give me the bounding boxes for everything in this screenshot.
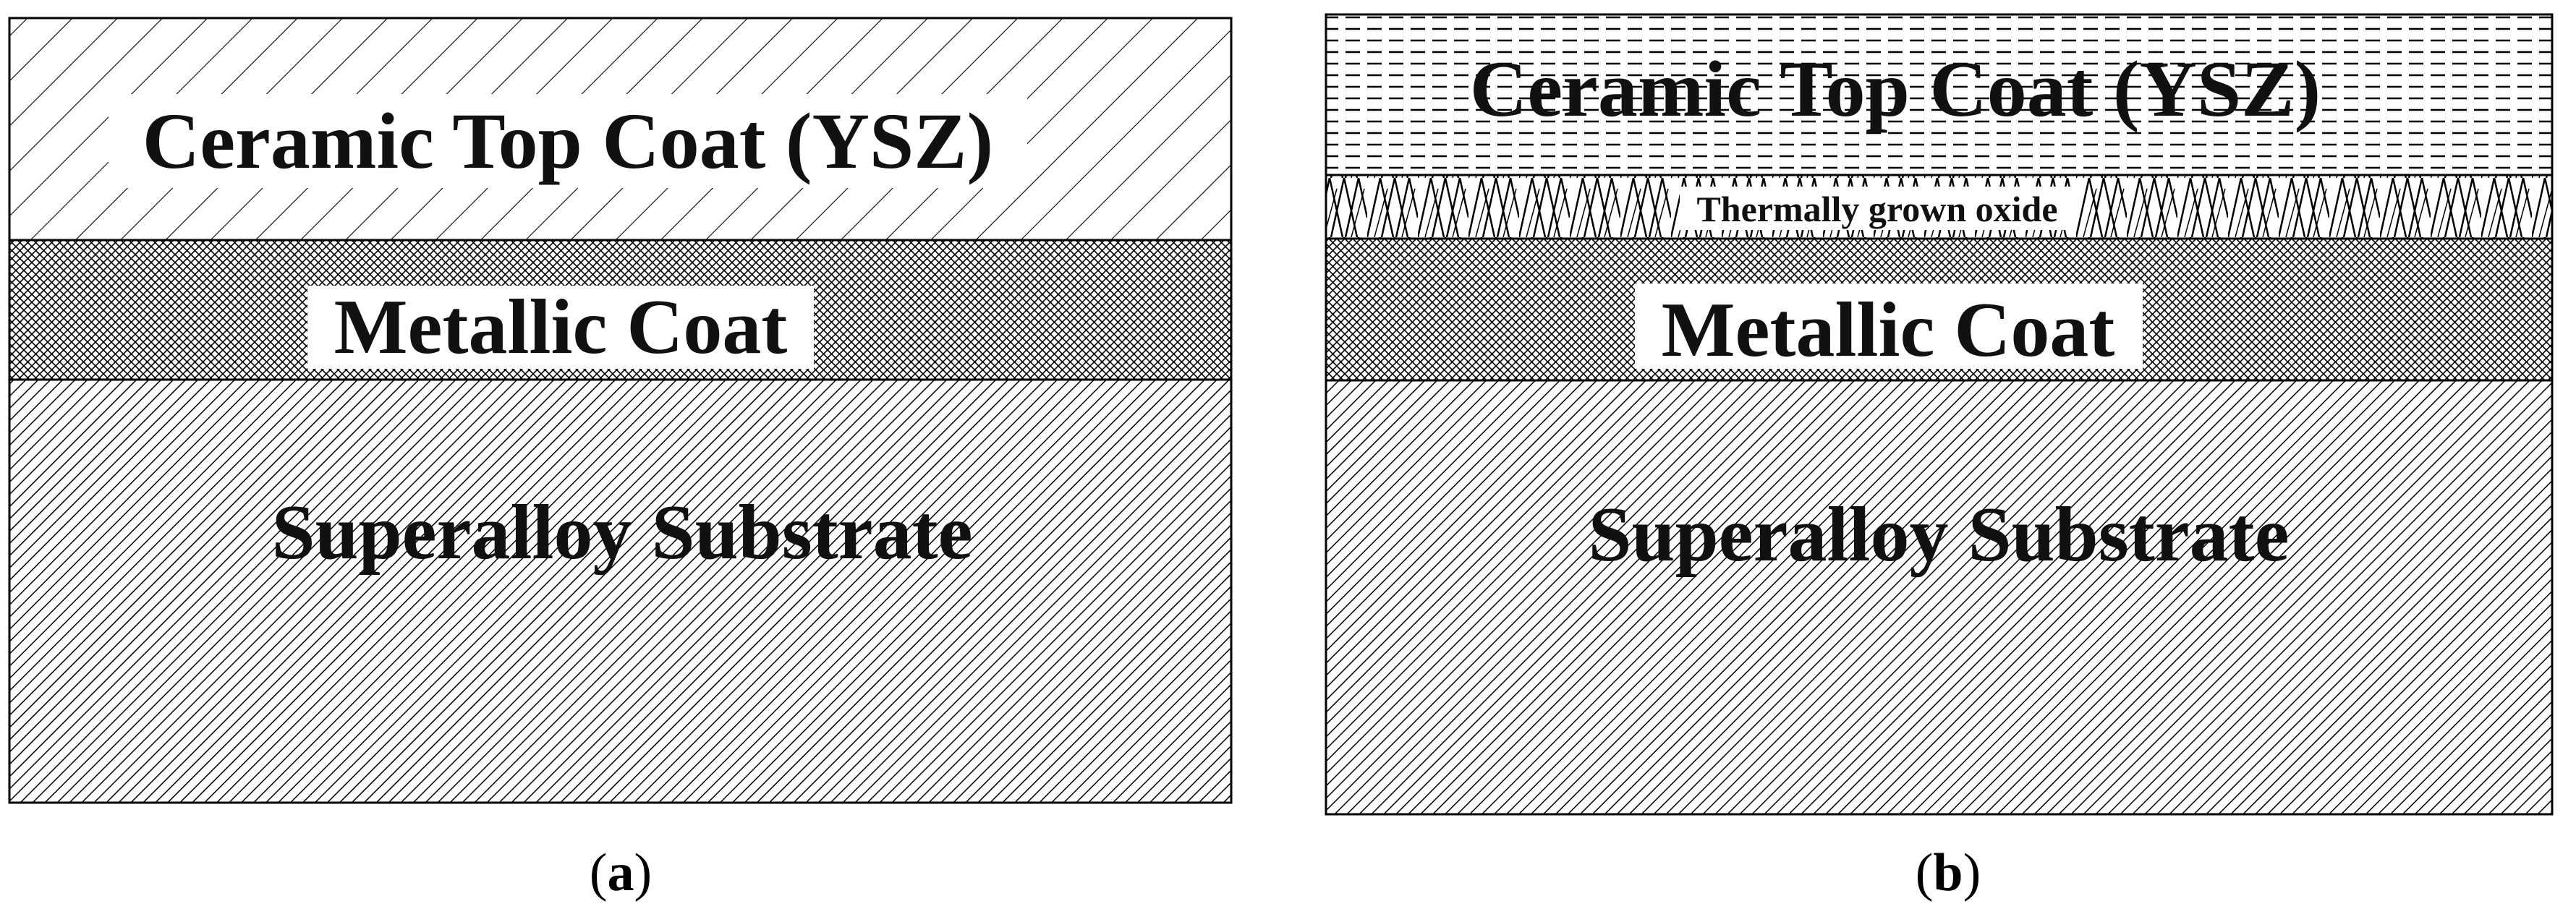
panel-a-metallic-label-bg: [307, 286, 814, 369]
panel-b-caption: (b): [1915, 843, 1981, 902]
panel-a-metallic-label: Metallic Coat: [334, 284, 788, 370]
panel-b-substrate-label: Superalloy Substrate: [1588, 492, 2289, 578]
panel-a-caption: (a): [589, 843, 652, 902]
panel-a-substrate-label: Superalloy Substrate: [271, 490, 972, 576]
panel-a: Ceramic Top Coat (YSZ) Metallic Coat Sup…: [8, 17, 1233, 804]
panel-b: Ceramic Top Coat (YSZ) Thermally grown o…: [1325, 13, 2554, 816]
panel-a-frame: [8, 17, 1233, 804]
panel-b-substrate-layer: [1326, 380, 2552, 814]
panel-a-ceramic-label: Ceramic Top Coat (YSZ): [143, 97, 993, 185]
panel-a-caption-letter: a: [607, 843, 634, 902]
panel-b-tgo-label: Thermally grown oxide: [1696, 189, 2057, 229]
panel-b-tgo-label-bg: [1680, 187, 2076, 230]
panel-a-ceramic-label-bg: [109, 94, 1027, 188]
panel-b-metallic-label: Metallic Coat: [1662, 287, 2115, 373]
panel-b-metallic-label-bg: [1635, 283, 2143, 369]
panel-b-ceramic-layer: [1326, 14, 2552, 175]
panel-b-caption-letter: b: [1933, 843, 1963, 902]
panel-a-substrate-layer: [9, 380, 1231, 803]
panel-b-frame: [1325, 13, 2554, 816]
panel-b-ceramic-label: Ceramic Top Coat (YSZ): [1470, 45, 2321, 133]
